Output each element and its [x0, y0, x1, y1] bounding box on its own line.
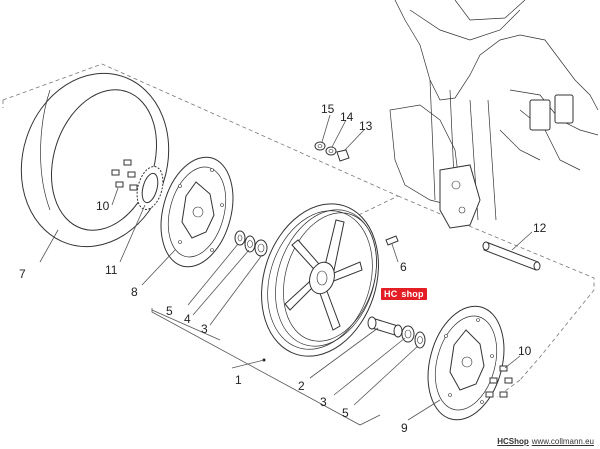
tire-valve: [385, 235, 399, 246]
axle-nut-washer-set: [314, 141, 350, 162]
callout-13: 13: [359, 119, 373, 133]
brake-disc-left: [160, 156, 234, 268]
callout-3-left: 3: [201, 322, 208, 336]
callout-8: 8: [131, 285, 138, 299]
wheel-axle: [482, 241, 541, 271]
callout-3-right: 3: [320, 395, 327, 409]
callout-labels: 1 2 3 3 4 5 5 6 7 8 9 10 10 11 12 13 14 …: [19, 102, 547, 435]
callout-6: 6: [400, 260, 407, 274]
callout-10-upper: 10: [96, 199, 110, 213]
bearing-stack-left: [234, 230, 268, 257]
brake-disc-right: [427, 305, 505, 421]
leader-lines: [39, 114, 533, 426]
callout-1: 1: [235, 373, 242, 387]
wheel-bolts-upper: [111, 159, 138, 191]
wheel-rim: [261, 203, 379, 362]
callout-2: 2: [298, 379, 305, 393]
front-fork-silhouette: [389, 0, 599, 229]
callout-7: 7: [19, 267, 26, 281]
callout-5-left: 5: [166, 304, 173, 318]
assembly-frame-upper: [2, 63, 399, 225]
callout-12: 12: [533, 221, 547, 235]
footer-url[interactable]: www.collmann.eu: [531, 437, 594, 446]
badge-label: shop: [401, 289, 424, 299]
tire: [20, 72, 170, 248]
wheel-spacer: [367, 316, 403, 338]
wheel-bolts-lower: [485, 365, 513, 398]
badge-prefix: HC: [384, 289, 398, 299]
callout-4: 4: [184, 312, 191, 326]
bearing-stack-right: [401, 325, 426, 349]
callout-11: 11: [105, 263, 118, 277]
callout-14: 14: [340, 110, 354, 124]
callout-9: 9: [401, 421, 408, 435]
footer-brand[interactable]: HCShop: [497, 437, 529, 446]
callout-10-lower: 10: [518, 344, 532, 358]
abs-tone-ring: [136, 166, 164, 210]
callout-5-right: 5: [342, 406, 349, 420]
callout-15: 15: [321, 102, 335, 116]
